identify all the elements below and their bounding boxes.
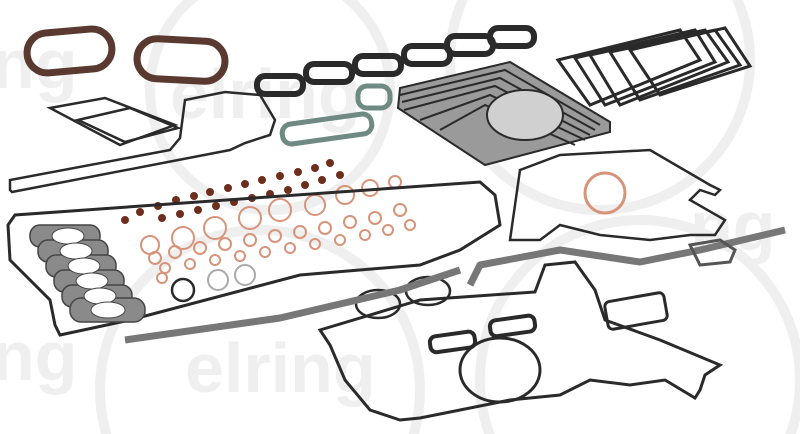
oil-pan-gasket [6, 180, 502, 337]
green-gaskets [279, 83, 393, 147]
flange-gaskets [46, 96, 182, 147]
small-flange-gaskets [427, 313, 538, 355]
valve-stem-seals [121, 159, 344, 224]
timing-cover-gaskets [124, 226, 786, 344]
manifold-gasket-holes [51, 227, 126, 319]
water-pump-gasket [317, 260, 724, 422]
exhaust-manifold-gaskets [254, 25, 537, 97]
gray-o-rings [207, 264, 256, 291]
cylinder-head-gaskets [396, 60, 611, 167]
watermark-text-3: elring [185, 329, 376, 407]
front-cover-gasket [508, 148, 727, 242]
watermark-text-4: ng [0, 317, 78, 395]
rear-gasket-right [687, 238, 737, 267]
copper-sealing-rings [140, 171, 627, 284]
crankshaft-seal-rings [23, 25, 229, 85]
valve-cover-gaskets [555, 26, 753, 107]
